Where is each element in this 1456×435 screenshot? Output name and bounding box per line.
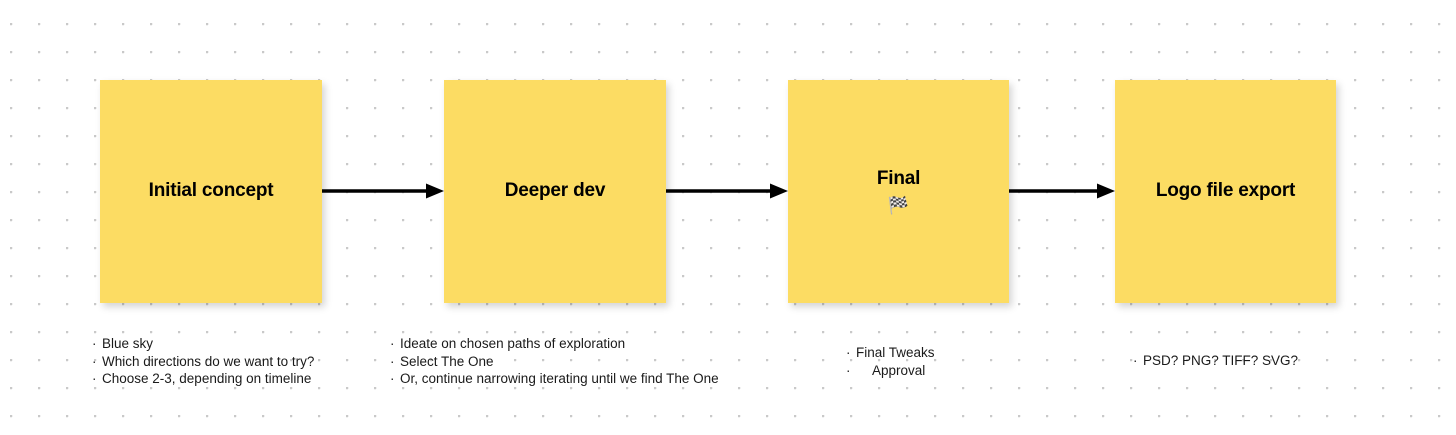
list-item-label: Approval — [872, 362, 926, 378]
flow-card-title: Initial concept — [148, 180, 274, 202]
checkered-flag-icon: 🏁 — [887, 196, 910, 216]
bullet-list-logo-file-export: · PSD? PNG? TIFF? SVG? — [1133, 352, 1298, 370]
flow-card-title: Logo file export — [1155, 180, 1296, 202]
list-item: · Or, continue narrowing iterating until… — [390, 370, 719, 388]
bullet-list-deeper-dev: · Ideate on chosen paths of exploration … — [390, 335, 719, 388]
flow-card-logo-file-export[interactable]: Logo file export — [1115, 80, 1336, 303]
list-item: · Final Tweaks — [846, 344, 935, 362]
bullet-list-initial-concept: · Blue sky · Which directions do we want… — [92, 335, 314, 388]
bullet-glyph: · — [390, 353, 395, 369]
list-item-label: Choose 2-3, depending on timeline — [102, 371, 312, 386]
flow-card-final[interactable]: Final 🏁 — [788, 80, 1009, 303]
flow-card-title: Final — [876, 167, 921, 189]
flow-card-deeper-dev[interactable]: Deeper dev — [444, 80, 666, 303]
list-item-label: Select The One — [400, 353, 494, 369]
bullet-glyph: · — [1133, 353, 1138, 368]
bullet-glyph: · — [846, 345, 851, 360]
list-item-label: Blue sky — [102, 336, 154, 351]
flow-card-title: Deeper dev — [504, 180, 606, 202]
bullet-glyph: · — [92, 336, 97, 351]
arrow-connector-3 — [1009, 182, 1115, 200]
list-item: · Approval — [846, 362, 935, 380]
list-item-label: Which directions do we want to try? — [102, 353, 315, 369]
arrow-connector-1 — [322, 182, 444, 200]
bullet-glyph: · — [390, 336, 395, 351]
list-item: · PSD? PNG? TIFF? SVG? — [1133, 352, 1298, 370]
arrow-connector-2 — [666, 182, 788, 200]
list-item-label: Or, continue narrowing iterating until w… — [400, 371, 719, 386]
list-item: · Select The One — [390, 353, 719, 371]
list-item-label: Final Tweaks — [856, 345, 935, 360]
flow-card-initial-concept[interactable]: Initial concept — [100, 80, 322, 303]
list-item-label: Ideate on chosen paths of exploration — [400, 336, 626, 351]
bullet-glyph: · — [846, 362, 851, 378]
list-item: · Ideate on chosen paths of exploration — [390, 335, 719, 353]
bullet-glyph: · — [92, 371, 97, 386]
bullet-glyph: · — [390, 371, 395, 386]
list-item: · Choose 2-3, depending on timeline — [92, 370, 314, 388]
list-item: · Which directions do we want to try? — [92, 353, 314, 371]
bullet-list-final: · Final Tweaks · Approval — [846, 344, 935, 379]
list-item-label: PSD? PNG? TIFF? SVG? — [1143, 353, 1299, 368]
list-item: · Blue sky — [92, 335, 314, 353]
bullet-glyph: · — [92, 353, 97, 369]
